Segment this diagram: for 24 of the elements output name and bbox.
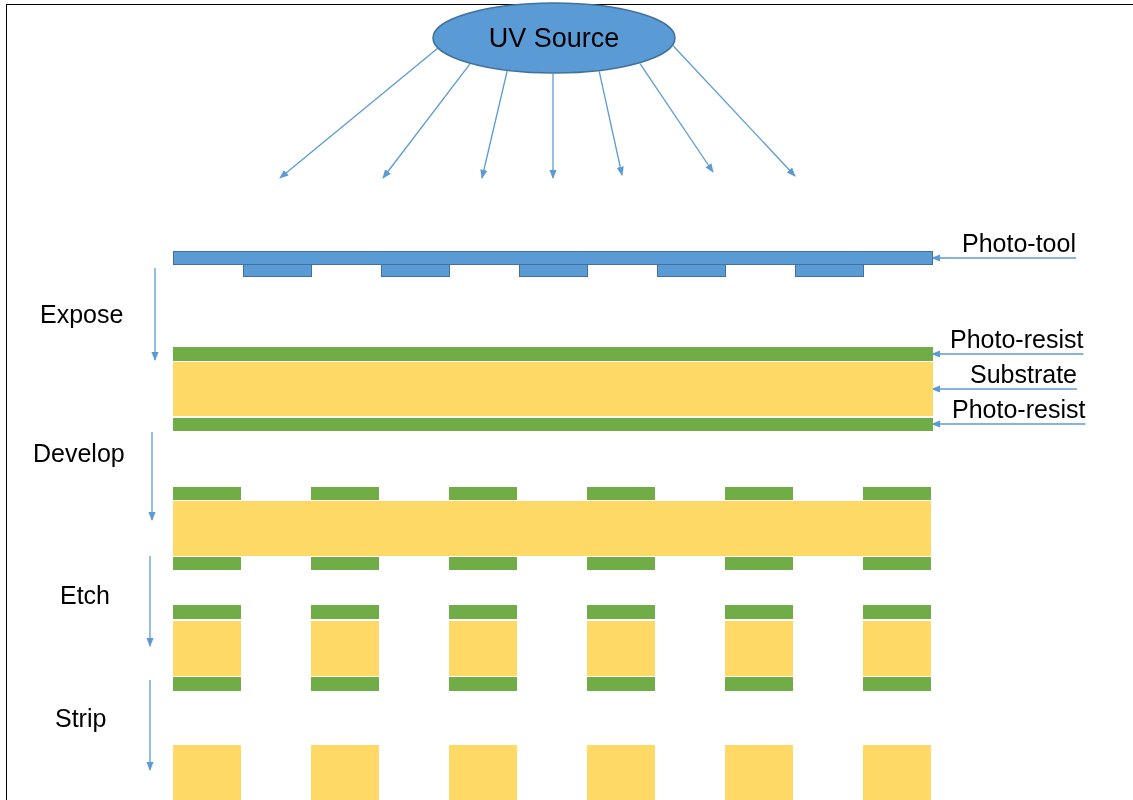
layer-label: Photo-tool (962, 231, 1076, 256)
uv-ray-arrow (639, 62, 714, 173)
uv-ray-arrow (672, 45, 796, 177)
photo-resist-layer (173, 347, 933, 361)
leader-line (931, 254, 1077, 262)
leader-line (931, 420, 1087, 428)
leader-line (931, 350, 1085, 358)
step-label: Develop (33, 441, 125, 466)
uv-ray-arrow (382, 63, 471, 179)
uv-ray-arrow (549, 73, 557, 179)
uv-ray-arrow (480, 70, 508, 179)
layer-label: Substrate (970, 362, 1077, 387)
uv-ray-arrow (279, 47, 439, 179)
photo-resist-layer (173, 418, 933, 431)
step-label: Expose (40, 302, 124, 327)
uv-ray-arrow (598, 70, 624, 176)
photo-tool-bar (173, 251, 933, 265)
step-label: Etch (60, 583, 111, 608)
layer-label: Photo-resist (952, 397, 1086, 422)
substrate-layer (173, 362, 933, 416)
step-label: Strip (55, 706, 107, 731)
layer-label: Photo-resist (950, 327, 1084, 352)
source-label: UV Source (488, 24, 620, 52)
uv-source-ellipse (432, 2, 676, 74)
